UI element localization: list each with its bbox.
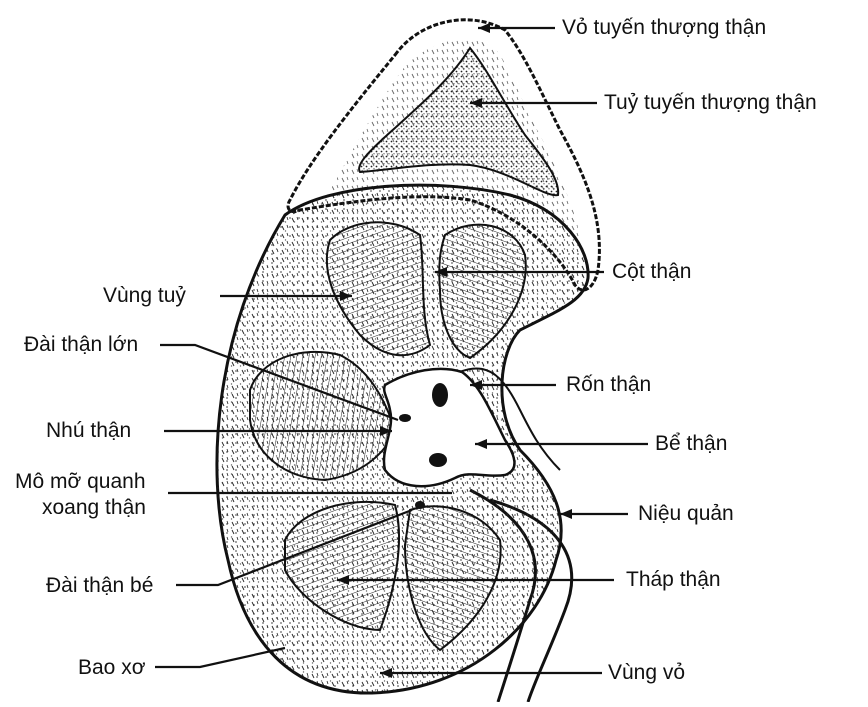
- label-papilla: Nhú thận: [46, 419, 131, 443]
- kidney: [217, 185, 588, 693]
- label-adrenal-cortex: Vỏ tuyến thượng thận: [562, 16, 766, 40]
- label-medulla: Vùng tuỷ: [103, 284, 186, 308]
- label-sinus-fat-line1: Mô mỡ quanh: [15, 470, 146, 494]
- label-ureter: Niệu quản: [638, 502, 734, 526]
- label-minor-calyx: Đài thận bé: [46, 574, 153, 598]
- label-pelvis: Bể thận: [655, 432, 727, 456]
- label-sinus-fat-line2: xoang thận: [42, 496, 146, 520]
- label-pyramid: Tháp thận: [626, 568, 721, 592]
- label-cortex: Vùng vỏ: [608, 661, 685, 685]
- label-renal-column: Cột thận: [612, 260, 691, 284]
- label-hilum: Rốn thận: [566, 373, 651, 397]
- label-capsule: Bao xơ: [78, 656, 145, 680]
- label-adrenal-medulla: Tuỷ tuyến thượng thận: [604, 91, 817, 115]
- label-major-calyx: Đài thận lớn: [24, 333, 138, 357]
